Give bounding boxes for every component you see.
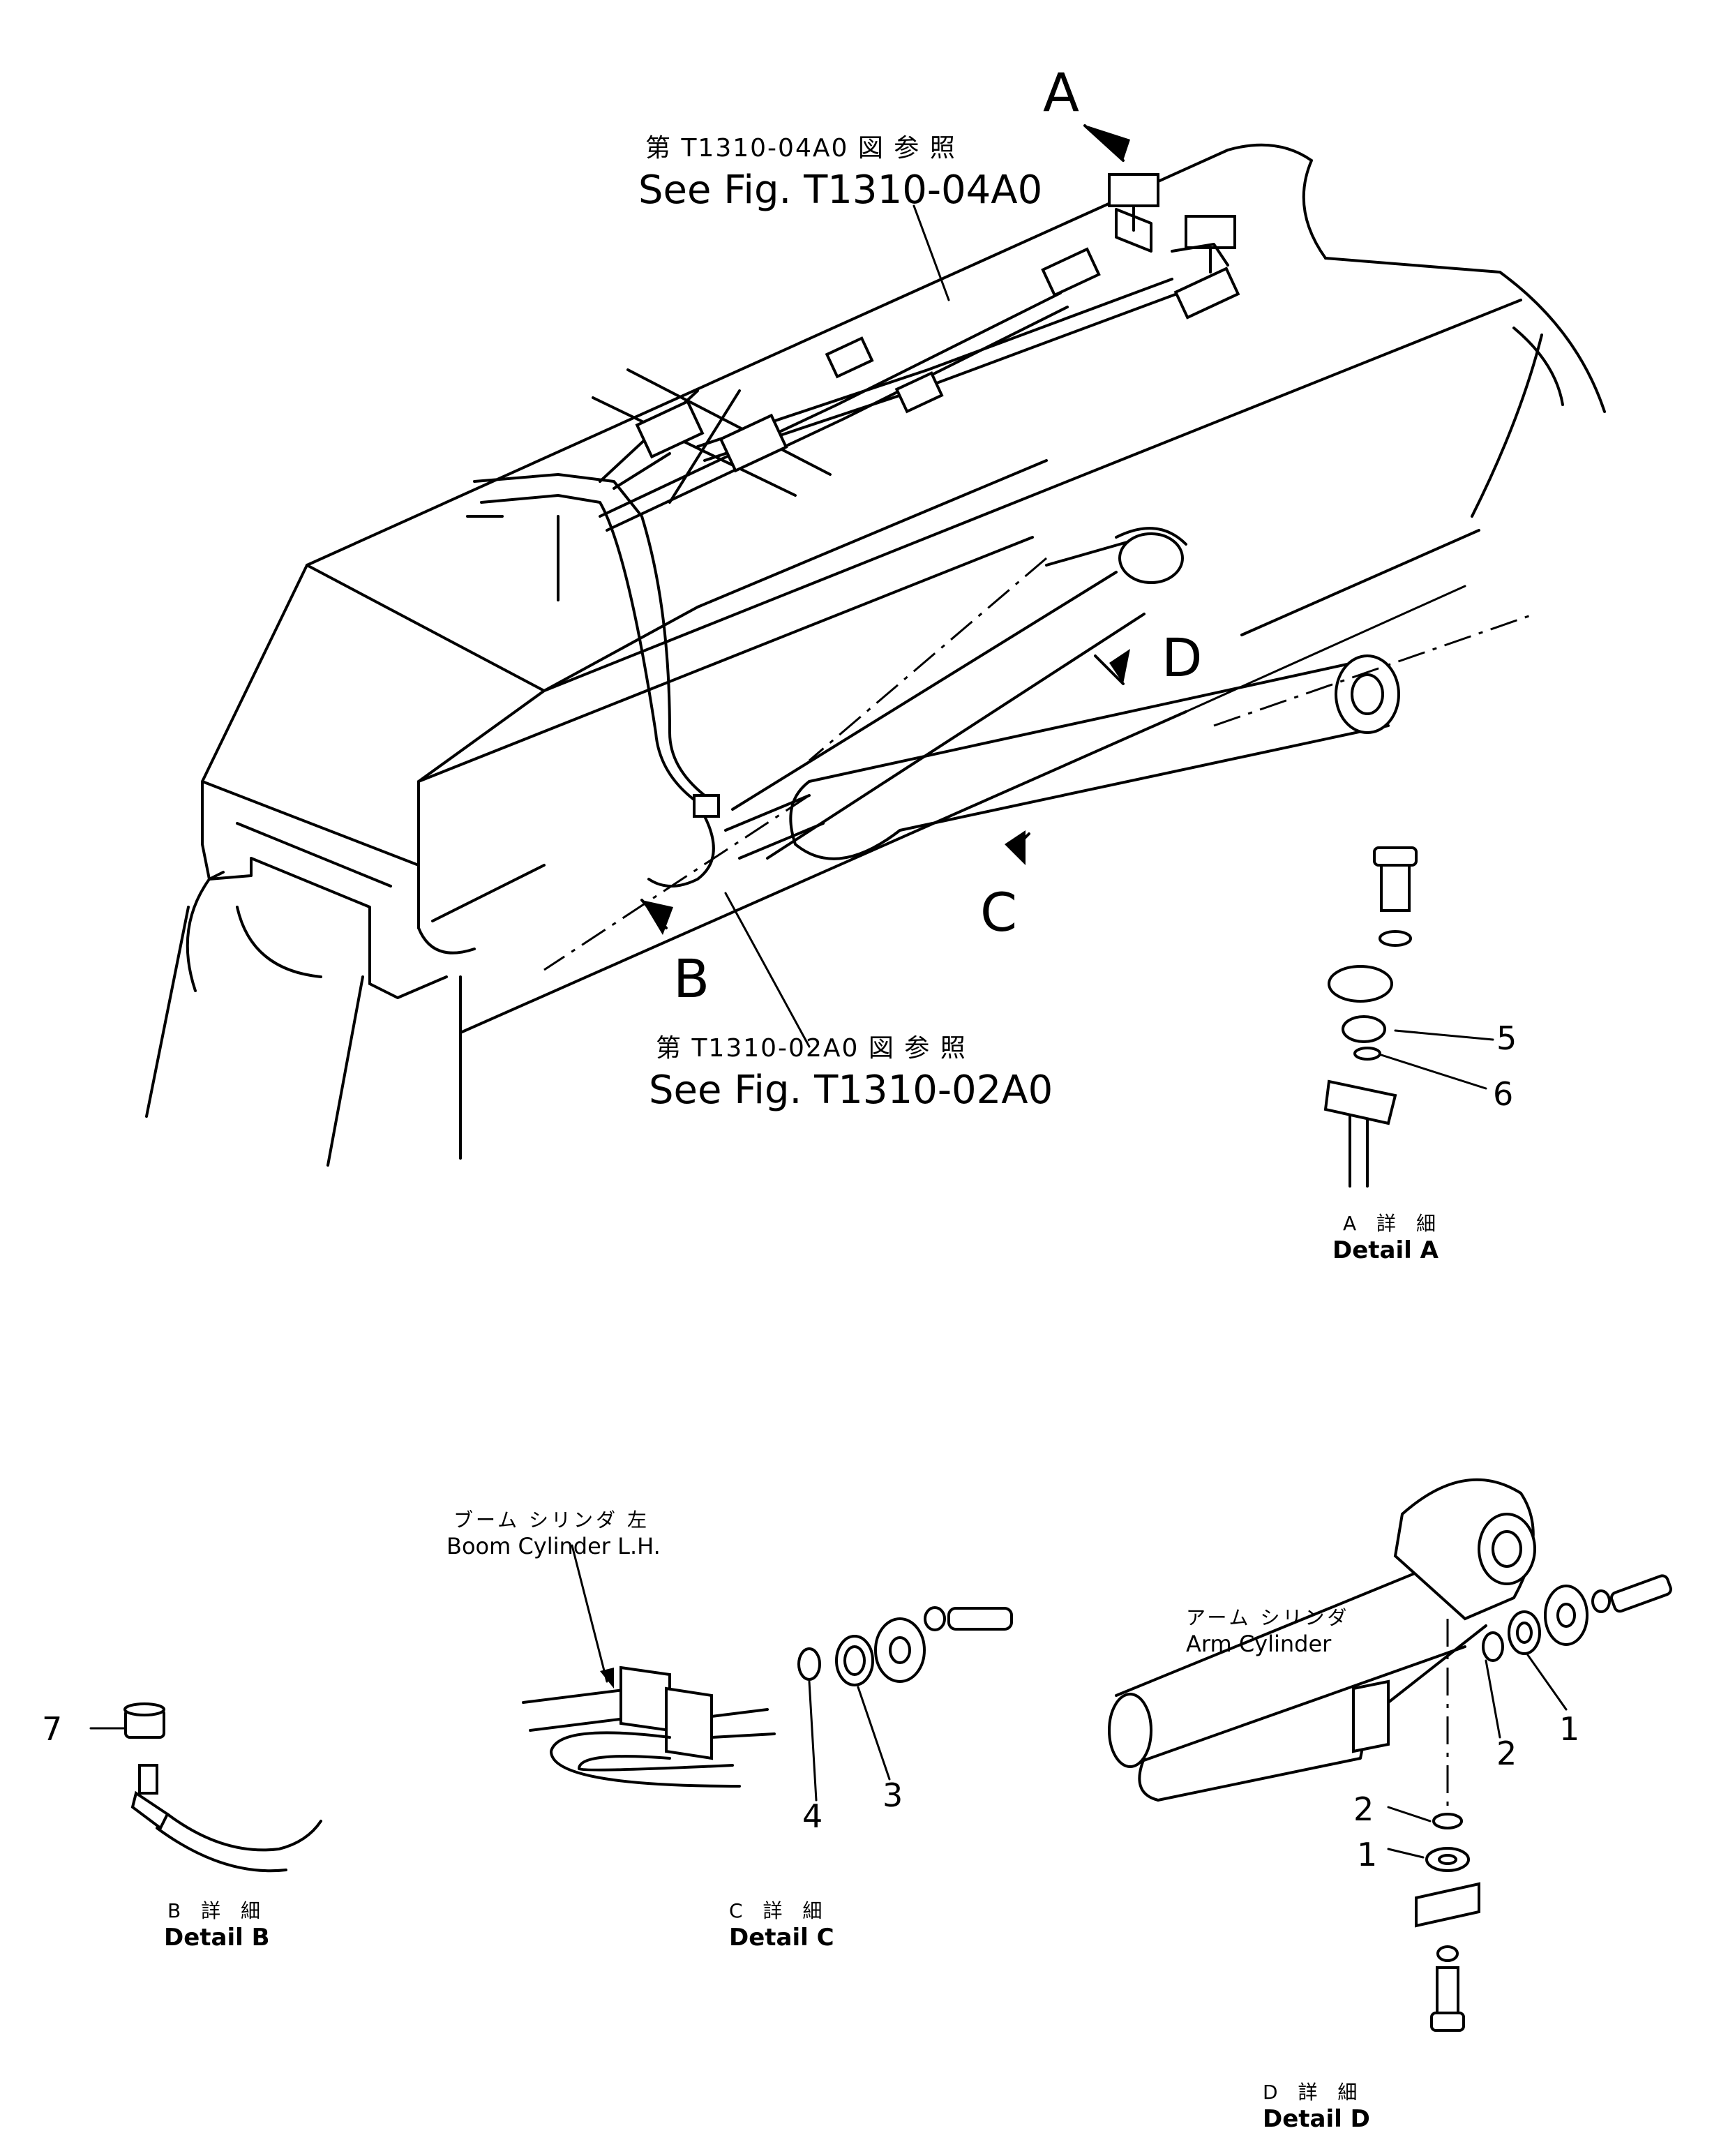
detail-a-drawing — [1323, 846, 1494, 1188]
detail-c-caption-en: Detail C — [729, 1924, 834, 1952]
detail-c-drawing — [522, 1544, 1013, 1802]
detail-b-drawing — [89, 1702, 322, 1873]
detail-a-caption-en: Detail A — [1332, 1236, 1439, 1264]
detail-c-number-3: 3 — [882, 1776, 903, 1814]
pipe-lines — [466, 173, 1240, 888]
upper-ref-leader — [912, 204, 950, 301]
cylinders — [543, 527, 1535, 971]
detail-a-number-5: 5 — [1496, 1019, 1517, 1057]
callout-a-label: A — [1043, 61, 1079, 123]
arm-cylinder-label-jp: アーム シリンダ — [1186, 1606, 1350, 1629]
lower-ref-jp: 第 T1310-02A0 図 参 照 — [656, 1034, 967, 1063]
boom-cylinder-label-jp: ブーム シリンダ 左 — [453, 1509, 649, 1532]
detail-c-caption-jp: C 詳 細 — [729, 1899, 829, 1922]
detail-b-caption-en: Detail B — [164, 1924, 270, 1952]
callout-b-label: B — [673, 948, 710, 1010]
detail-d-number-2-right: 2 — [1496, 1735, 1517, 1772]
boom-cylinder-label-en: Boom Cylinder L.H. — [446, 1533, 661, 1559]
detail-d-number-2-left: 2 — [1353, 1790, 1374, 1828]
callout-d-label: D — [1162, 627, 1203, 689]
detail-b-caption-jp: B 詳 細 — [167, 1899, 268, 1922]
arm-cylinder-label-en: Arm Cylinder — [1186, 1631, 1332, 1657]
lower-ref-leader — [724, 892, 811, 1048]
detail-c-number-4: 4 — [802, 1797, 823, 1835]
detail-a-caption-jp: A 詳 細 — [1343, 1212, 1443, 1235]
detail-d-number-1-left: 1 — [1357, 1836, 1378, 1873]
detail-d-caption-jp: D 詳 細 — [1263, 2081, 1365, 2104]
callout-c-label: C — [980, 881, 1018, 943]
callout-arrows — [640, 124, 1130, 935]
detail-b-number-7: 7 — [42, 1710, 63, 1748]
detail-d-caption-en: Detail D — [1263, 2105, 1370, 2133]
lower-ref-en: See Fig. T1310-02A0 — [649, 1068, 1053, 1113]
detail-d-drawing — [1108, 1478, 1672, 2032]
detail-a-number-6: 6 — [1493, 1075, 1514, 1113]
upper-ref-en: See Fig. T1310-04A0 — [638, 167, 1043, 213]
detail-d-number-1-right: 1 — [1559, 1710, 1580, 1748]
boom-drawing — [145, 143, 1606, 1167]
upper-ref-jp: 第 T1310-04A0 図 参 照 — [645, 134, 956, 163]
